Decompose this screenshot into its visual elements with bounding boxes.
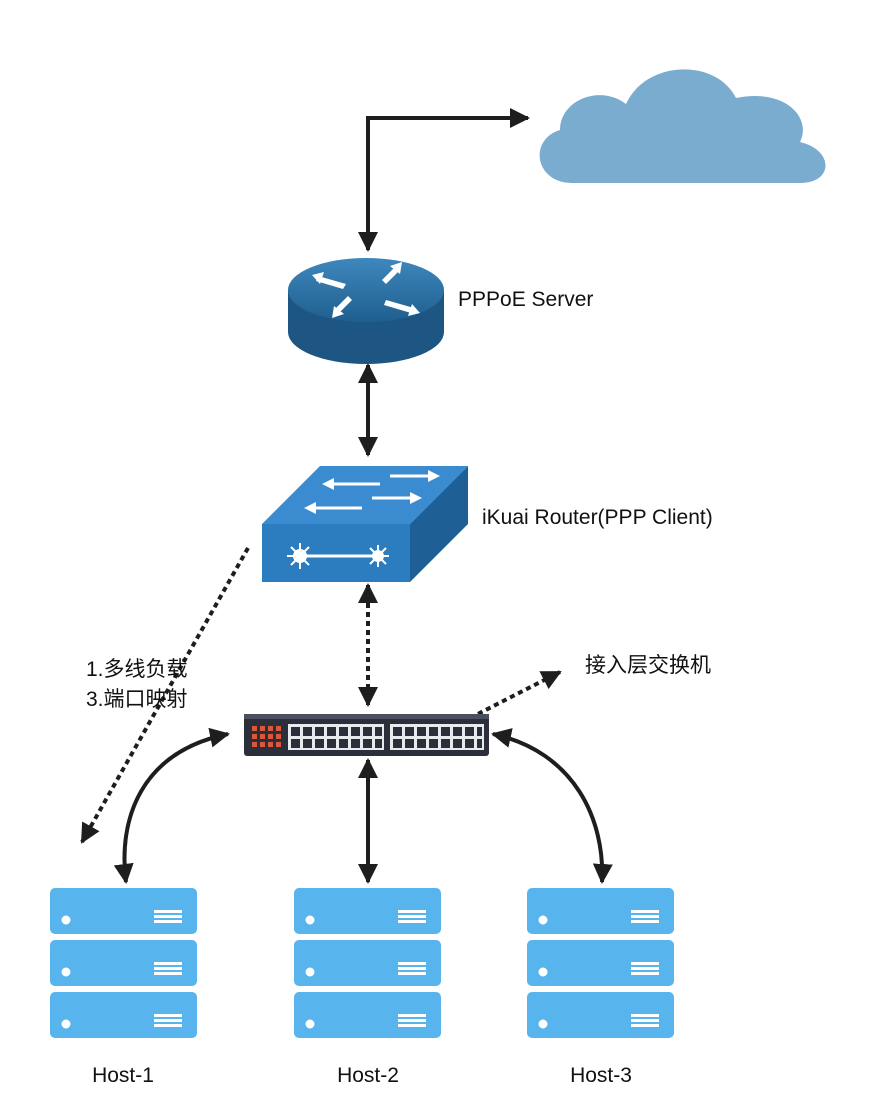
annotation-line-2: 3.端口映射 xyxy=(86,688,188,711)
switch-rack-icon xyxy=(244,714,489,756)
edge-server-cloud xyxy=(358,108,530,252)
server-stack-icon xyxy=(50,888,197,1038)
edge-router-host1-dotted xyxy=(80,547,250,844)
pppoe-server-label: PPPoE Server xyxy=(458,288,593,311)
cloud-icon xyxy=(539,69,826,183)
server-stack-icon xyxy=(527,888,674,1038)
switch-l3-icon xyxy=(262,466,468,582)
host-2-label: Host-2 xyxy=(337,1064,399,1087)
edge-switch-host3 xyxy=(491,728,613,884)
router-icon xyxy=(288,258,444,364)
host-1-label: Host-1 xyxy=(92,1064,154,1087)
access-switch-label: 接入层交换机 xyxy=(585,654,711,677)
host-3-label: Host-3 xyxy=(570,1064,632,1087)
server-stack-icon xyxy=(294,888,441,1038)
annotation-line-1: 1.多线负载 xyxy=(86,658,188,681)
ikuai-router-label: iKuai Router(PPP Client) xyxy=(482,506,713,529)
pointer-access-switch xyxy=(469,670,562,720)
edge-switch-host1 xyxy=(113,727,230,884)
